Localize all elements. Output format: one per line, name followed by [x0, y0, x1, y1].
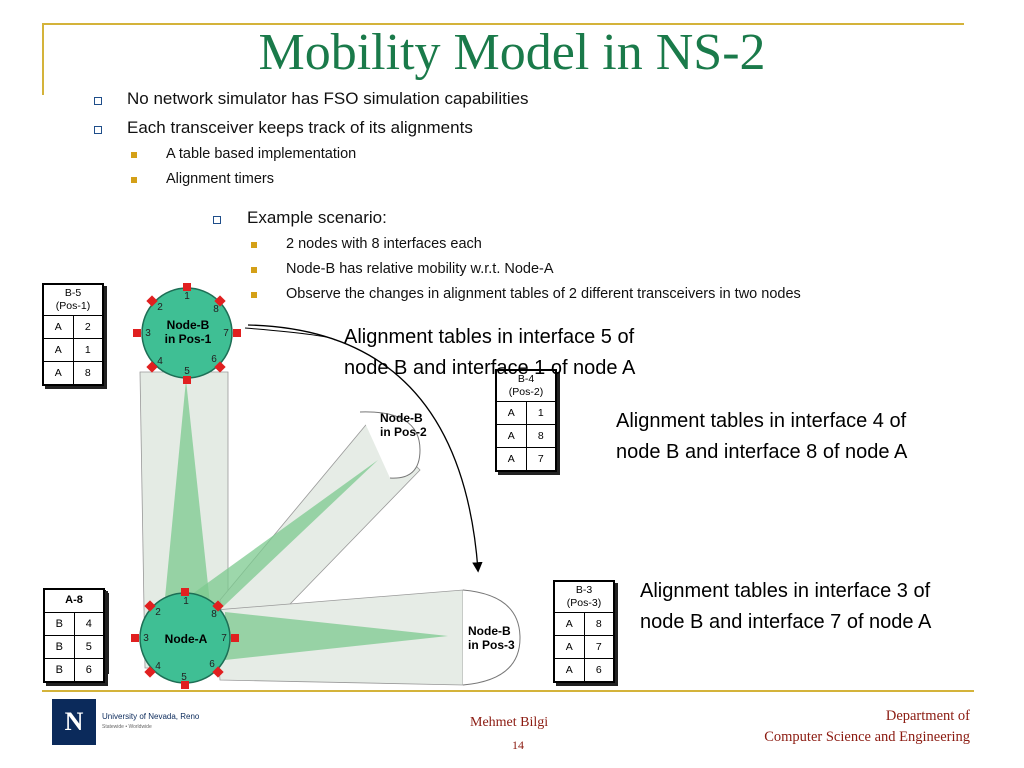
- bullet-3-sub-2: Node-B has relative mobility w.r.t. Node…: [286, 261, 554, 277]
- node-b-pos2-outline: [359, 411, 421, 479]
- node-a-iface-3: 3: [143, 633, 149, 644]
- node-a-iface-2: 2: [155, 607, 161, 618]
- mobility-arrow-tail: [244, 327, 336, 341]
- bullet-2: Each transceiver keeps track of its alig…: [127, 118, 473, 137]
- node-b-iface-1: 1: [184, 291, 190, 302]
- slide-title: Mobility Model in NS-2: [258, 24, 766, 81]
- node-b-iface-8: 8: [213, 304, 219, 315]
- node-a-iface-4: 4: [155, 661, 161, 672]
- beam-pos2: [170, 460, 378, 640]
- frame-top-rule: [42, 23, 964, 25]
- footer-author: Mehmet Bilgi: [470, 715, 549, 730]
- sub-bullet-square-icon: [131, 177, 137, 183]
- bullet-2-sub-2: Alignment timers: [166, 171, 274, 187]
- logo-mark: N: [52, 699, 96, 745]
- bullet-2-sub-1: A table based implementation: [166, 146, 357, 162]
- sub-bullet-square-icon: [251, 242, 257, 248]
- bullet-box-icon: [213, 216, 221, 224]
- logo-university-name: University of Nevada, Reno: [102, 712, 200, 721]
- node-b-iface-2: 2: [157, 302, 163, 313]
- bullet-3: Example scenario:: [247, 208, 387, 227]
- sub-bullet-square-icon: [131, 152, 137, 158]
- bullet-box-icon: [94, 126, 102, 134]
- bullet-1: No network simulator has FSO simulation …: [127, 89, 529, 108]
- node-a-label: Node-A: [164, 632, 208, 646]
- node-b-pos3-outline: [462, 589, 521, 686]
- mobility-arrow: [247, 324, 483, 573]
- node-a-iface-6: 6: [209, 659, 215, 670]
- sub-bullet-square-icon: [251, 292, 257, 298]
- frame-left-rule: [42, 23, 44, 95]
- sub-bullet-square-icon: [251, 267, 257, 273]
- table-header: A-8: [45, 590, 103, 613]
- node-a-iface-8: 8: [211, 609, 217, 620]
- node-b-iface-3: 3: [145, 328, 151, 339]
- node-b-iface-6: 6: [211, 354, 217, 365]
- table-header: B-5(Pos-1): [44, 285, 102, 317]
- node-a-iface-5: 5: [181, 672, 187, 683]
- footer-rule: [42, 690, 974, 692]
- node-b-interfaces: [133, 283, 241, 384]
- table-header: B-3(Pos-3): [555, 582, 613, 614]
- beam-pos1: [160, 380, 215, 650]
- node-b-iface-4: 4: [157, 356, 163, 367]
- bullet-3-sub-3: Observe the changes in alignment tables …: [286, 286, 801, 302]
- node-a-iface-1: 1: [183, 596, 189, 607]
- bullet-box-icon: [94, 97, 102, 105]
- university-logo: N University of Nevada, Reno Statewide •…: [52, 699, 200, 745]
- bullet-3-sub-1: 2 nodes with 8 interfaces each: [286, 236, 482, 252]
- node-a-iface-7: 7: [221, 633, 227, 644]
- node-a-interfaces: [131, 588, 239, 689]
- logo-tagline: Statewide • Worldwide: [102, 724, 152, 730]
- table-header: B-4(Pos-2): [497, 371, 555, 403]
- page-number: 14: [512, 738, 524, 752]
- node-b-iface-5: 5: [184, 366, 190, 377]
- beam-pos3: [225, 612, 448, 660]
- node-b-iface-7: 7: [223, 328, 229, 339]
